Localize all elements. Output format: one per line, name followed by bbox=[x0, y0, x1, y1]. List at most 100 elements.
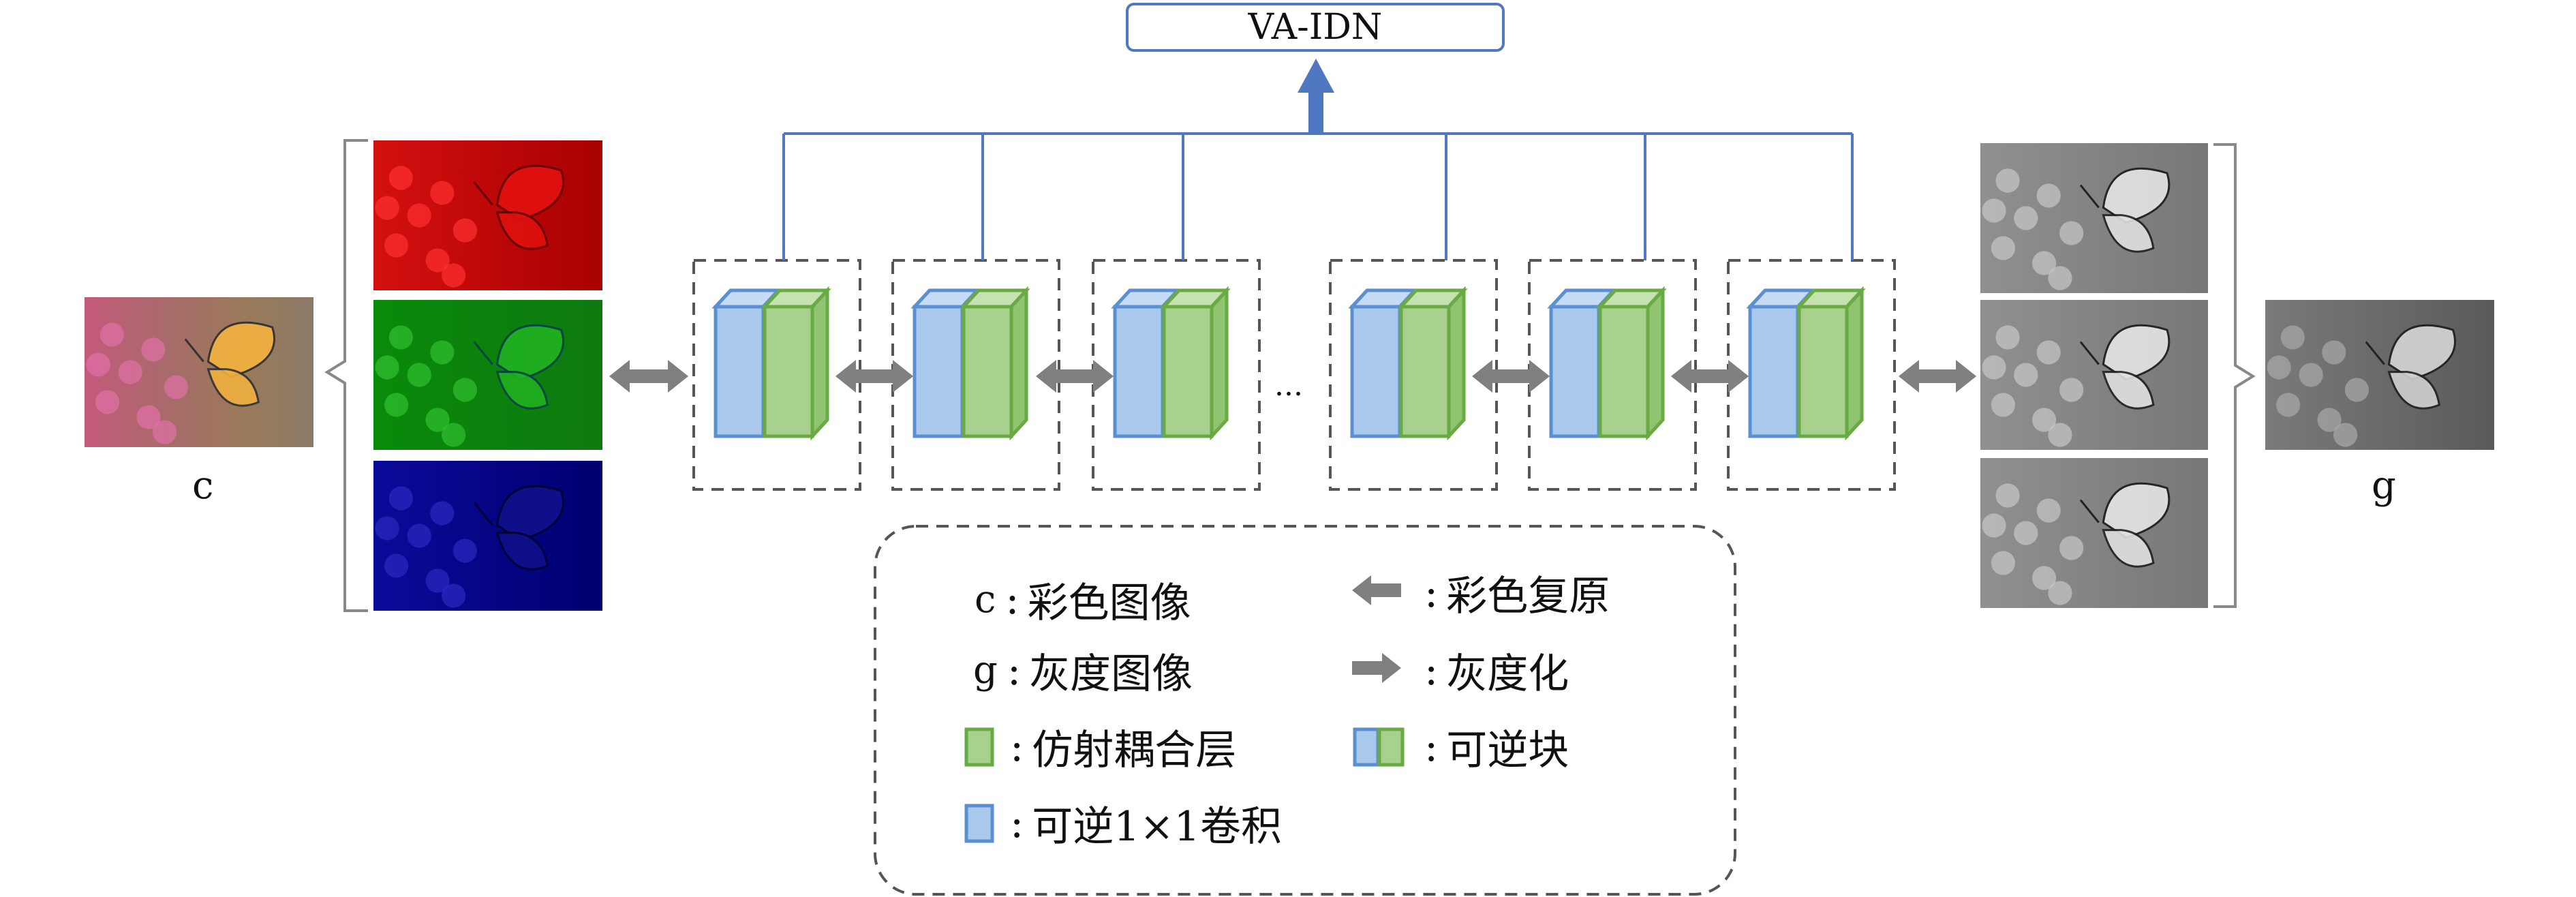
green-channel-flower-2 bbox=[384, 393, 409, 417]
gray-channel-1-flower-2 bbox=[1991, 393, 2015, 417]
title-text: VA-IDN bbox=[1248, 7, 1383, 48]
color-input-image-flower-5 bbox=[164, 375, 188, 399]
blue-channel-flower-2 bbox=[384, 553, 409, 578]
invertible-block-frame-3 bbox=[1329, 259, 1498, 491]
legend-item-gray-image: g : 灰度图像 bbox=[973, 641, 1193, 700]
gray-output-flower-7 bbox=[2333, 423, 2358, 447]
blue-channel-butterfly-upper-wing bbox=[495, 485, 565, 542]
double-arrow-3 bbox=[1472, 360, 1550, 393]
blue-channel-flower-1 bbox=[407, 523, 431, 548]
blue-channel-flower-4 bbox=[425, 568, 450, 593]
color-input-butterfly-upper-wing bbox=[206, 321, 276, 378]
legend-text: 彩色图像 bbox=[1027, 579, 1191, 627]
invertible-block-icon-blue bbox=[1353, 727, 1380, 767]
red-channel-butterfly-antenna bbox=[473, 181, 493, 206]
affine-coupling-slab-2 bbox=[1162, 305, 1214, 438]
green-slab-side-1 bbox=[1009, 286, 1028, 441]
green-channel-butterfly-antenna bbox=[473, 341, 493, 365]
up-arrow-shaft bbox=[1308, 90, 1323, 134]
legend-colon: : bbox=[1007, 646, 1022, 695]
gray-output-flower-6 bbox=[2267, 355, 2291, 380]
legend-text: 仿射耦合层 bbox=[1032, 727, 1237, 774]
gray-channel-2-flower-2 bbox=[1991, 551, 2015, 575]
gray-channel-0-flower-0 bbox=[1995, 168, 2020, 193]
legend-frame bbox=[874, 525, 1736, 896]
gray-output-flower-2 bbox=[2276, 393, 2301, 417]
red-channel-flower-2 bbox=[384, 233, 409, 258]
gray-channel-0-flower-7 bbox=[2048, 266, 2072, 290]
gray-channel-1-flower-1 bbox=[2014, 363, 2038, 387]
legend-text: 彩色复原 bbox=[1446, 573, 1610, 620]
double-arrow-1 bbox=[835, 360, 913, 393]
color-input-image-flower-4 bbox=[136, 405, 161, 429]
color-image-label: c bbox=[192, 463, 214, 508]
gray-channel-0-flower-6 bbox=[1982, 198, 2006, 223]
double-arrow-output bbox=[1899, 360, 1976, 393]
color-input-image-flower-0 bbox=[99, 322, 124, 347]
gray-channel-0-flower-4 bbox=[2031, 251, 2057, 275]
affine-coupling-slab-0 bbox=[763, 305, 814, 438]
gray-output-butterfly-antenna bbox=[2365, 341, 2385, 365]
green-channel-butterfly-upper-wing bbox=[495, 324, 565, 381]
up-arrow-head bbox=[1298, 59, 1334, 93]
invertible-conv-slab-2 bbox=[1113, 305, 1165, 438]
double-arrow-input bbox=[609, 360, 688, 393]
color-input-butterfly-antenna bbox=[184, 338, 204, 363]
gray-channel-2-flower-7 bbox=[2048, 581, 2072, 605]
legend-text: 灰度化 bbox=[1446, 650, 1569, 698]
right-arrow-icon bbox=[1352, 653, 1401, 683]
color-input-image-flower-3 bbox=[141, 337, 166, 362]
gray-channel-2-flower-6 bbox=[1982, 513, 2006, 538]
gray-channel-0-flower-1 bbox=[2014, 206, 2038, 230]
green-channel-flower-3 bbox=[430, 340, 455, 365]
invertible-conv-slab-3 bbox=[1350, 305, 1402, 438]
gray-channel-1-flower-7 bbox=[2048, 423, 2072, 447]
legend-symbol-g: g bbox=[973, 648, 998, 693]
left-brace bbox=[324, 139, 368, 612]
invertible-conv-slab-5 bbox=[1748, 305, 1800, 438]
legend-item-affine-coupling: : 仿射耦合层 bbox=[1010, 717, 1236, 776]
green-slab-side-0 bbox=[810, 286, 829, 441]
legend-text: 灰度图像 bbox=[1029, 650, 1193, 698]
affine-coupling-slab-5 bbox=[1797, 305, 1849, 438]
double-arrow-2 bbox=[1036, 360, 1114, 393]
left-arrow-icon bbox=[1352, 575, 1401, 605]
green-slab-side-5 bbox=[1845, 286, 1864, 441]
gray-output-flower-4 bbox=[2317, 408, 2342, 432]
gray-channel-butterfly-0-lower-wing bbox=[2102, 214, 2155, 253]
title-box: VA-IDN bbox=[1126, 3, 1505, 52]
gray-channel-1-flower-4 bbox=[2031, 408, 2057, 432]
invertible-block-icon-green bbox=[1377, 727, 1405, 767]
red-channel-flower-5 bbox=[453, 218, 478, 243]
legend-colon: : bbox=[1424, 568, 1439, 617]
color-input-image-flower-1 bbox=[118, 360, 142, 384]
affine-coupling-slab-1 bbox=[962, 305, 1013, 438]
right-brace bbox=[2213, 143, 2256, 608]
gray-channel-butterfly-2-upper-wing bbox=[2102, 482, 2171, 539]
color-input-image-flower-6 bbox=[86, 352, 110, 377]
legend-colon: : bbox=[1010, 799, 1024, 847]
green-slab-side-4 bbox=[1646, 286, 1665, 441]
gray-channel-2-flower-0 bbox=[1995, 483, 2020, 508]
color-input-image-flower-2 bbox=[95, 390, 120, 414]
gray-channel-1-flower-3 bbox=[2036, 340, 2061, 365]
legend-text: 可逆块 bbox=[1446, 727, 1569, 774]
legend-colon: : bbox=[1424, 723, 1439, 771]
legend-colon: : bbox=[1010, 723, 1024, 771]
gray-channel-2-flower-1 bbox=[2014, 521, 2038, 545]
affine-coupling-slab-3 bbox=[1399, 305, 1451, 438]
ellipsis-label: ... bbox=[1274, 368, 1303, 403]
gray-channel-0-flower-3 bbox=[2036, 183, 2061, 208]
invertible-block-frame-0 bbox=[692, 259, 861, 491]
gray-channel-butterfly-2-lower-wing bbox=[2102, 529, 2155, 568]
green-channel-butterfly-lower-wing bbox=[495, 371, 549, 410]
blue-channel-butterfly-antenna bbox=[473, 502, 493, 526]
red-channel-flower-4 bbox=[425, 248, 450, 273]
gray-channel-2-flower-3 bbox=[2036, 498, 2061, 523]
gray-channel-butterfly-2-antenna bbox=[2079, 499, 2100, 523]
gray-channel-0-flower-2 bbox=[1991, 236, 2015, 260]
legend-item-graying: : 灰度化 bbox=[1424, 641, 1569, 700]
green-channel-flower-6 bbox=[375, 355, 399, 380]
